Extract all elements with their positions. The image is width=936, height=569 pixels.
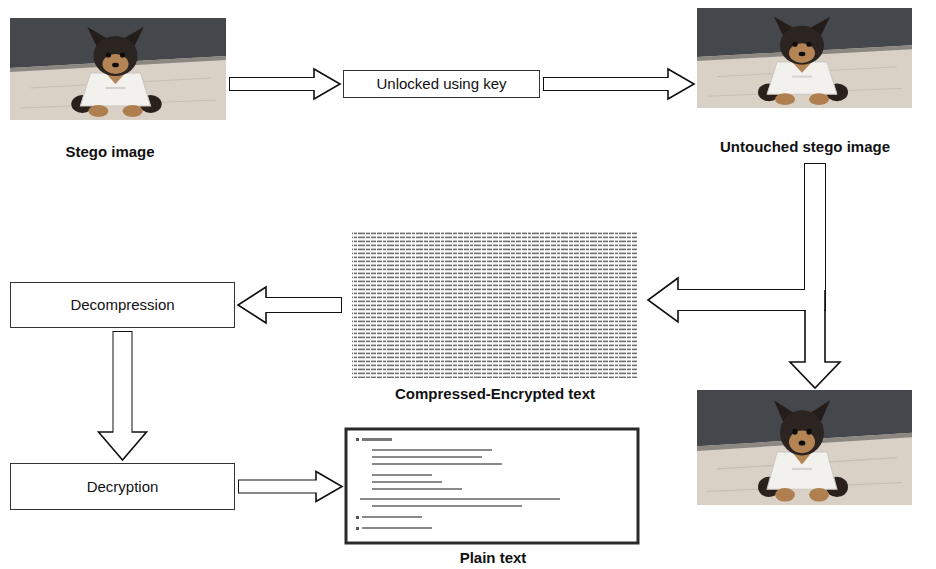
- box-label: Decryption: [87, 478, 159, 496]
- arrow-head: [648, 278, 678, 322]
- box-label: Unlocked using key: [376, 75, 506, 93]
- image-caption: Compressed-Encrypted text: [395, 385, 595, 403]
- arrow-head: [316, 472, 342, 502]
- image-caption: Stego image: [65, 143, 154, 161]
- process-box: Decompression: [10, 282, 235, 328]
- arrow-outline: [678, 163, 815, 300]
- arrow-head: [668, 69, 694, 99]
- image-panel: Untouched stego image: [697, 8, 912, 160]
- process-box: Decryption: [10, 463, 235, 510]
- arrow-fill: [676, 164, 815, 300]
- hollow-down-arrow: [790, 290, 840, 388]
- image-panel: Stego image: [10, 18, 226, 164]
- image-panel: Compressed-Encrypted text: [345, 230, 645, 405]
- arrow-fill: [264, 298, 341, 312]
- arrow-head: [314, 69, 340, 99]
- hollow-arrow: [238, 472, 342, 502]
- hollow-arrow: [99, 331, 147, 460]
- arrow-fill: [544, 78, 670, 90]
- arrow-head: [238, 287, 266, 323]
- dog-photo: [697, 8, 912, 108]
- hollow-arrow: [648, 163, 815, 322]
- arrow-fill: [239, 481, 318, 493]
- plain-text-image: [346, 429, 638, 543]
- arrow-fill: [114, 332, 132, 434]
- hollow-arrow: [543, 69, 694, 99]
- process-box: Unlocked using key: [343, 70, 540, 98]
- hollow-arrow: [238, 287, 342, 323]
- image-panel: Plain text: [345, 428, 640, 567]
- arrow-head: [99, 432, 147, 460]
- arrow-fill: [230, 78, 316, 90]
- box-label: Decompression: [70, 296, 174, 314]
- text-scan-image: [352, 232, 638, 378]
- hollow-arrow: [229, 69, 340, 99]
- image-caption: Plain text: [460, 549, 527, 567]
- dog-photo: [10, 18, 226, 120]
- dog-photo: [697, 390, 912, 505]
- image-caption: Untouched stego image: [720, 138, 890, 156]
